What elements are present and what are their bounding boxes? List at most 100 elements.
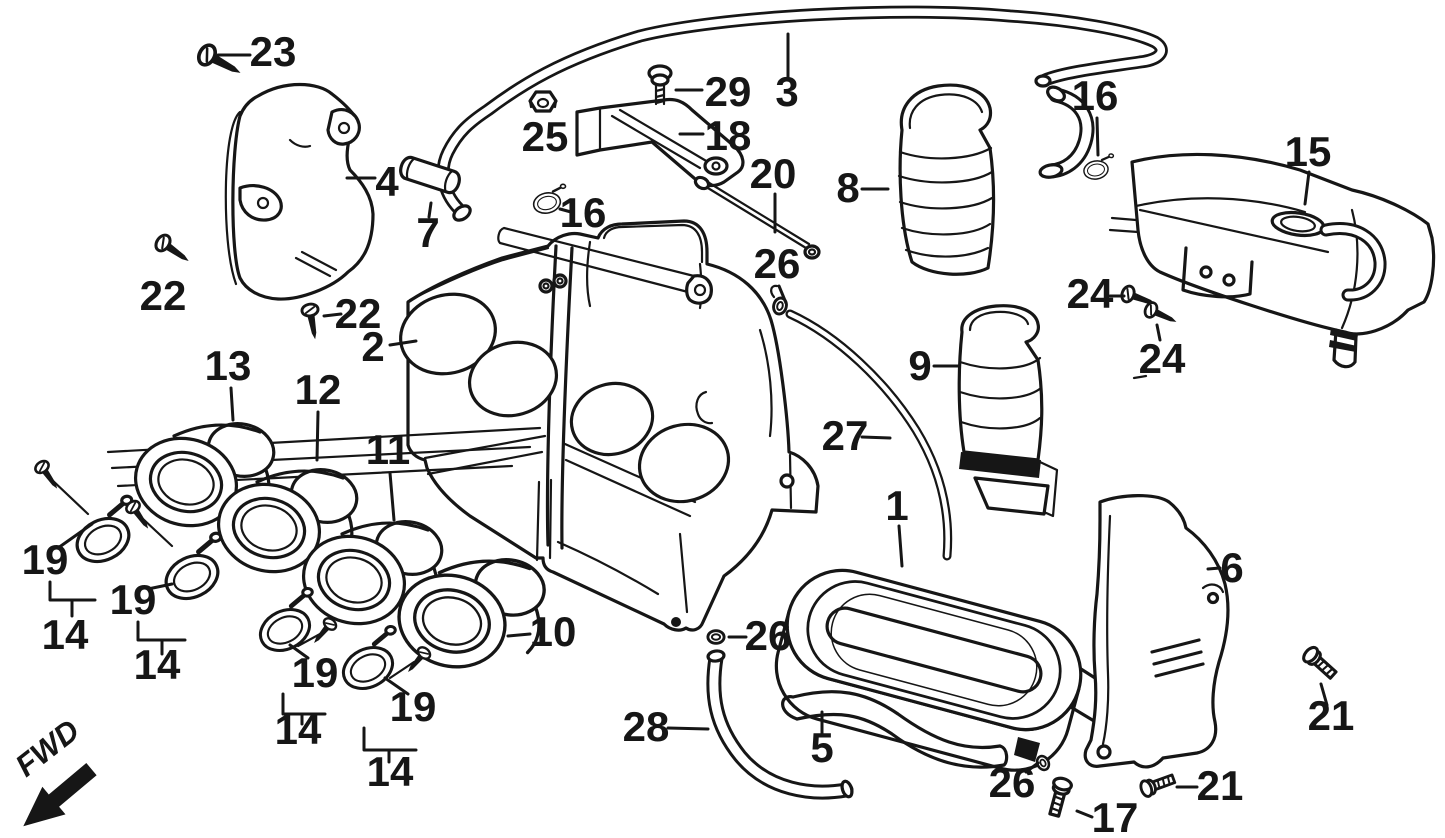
callout-28-34: 28: [623, 703, 670, 750]
callout-leader-16-0: [558, 207, 573, 214]
callout-23-0: 23: [250, 28, 297, 75]
callout-24-29: 24: [1139, 335, 1186, 382]
callout-5-35: 5: [810, 724, 833, 771]
callout-10-9: 10: [530, 608, 577, 655]
callout-22-2: 22: [140, 272, 187, 319]
callout-16-26: 16: [1072, 72, 1119, 119]
callout-16-22: 16: [560, 189, 607, 236]
filter-tab: [1014, 737, 1040, 762]
callout-leader-2-0: [388, 339, 418, 347]
callout-leader-19-1: [281, 692, 327, 716]
callout-4-1: 4: [375, 158, 399, 205]
bolt-21-icon: [1137, 769, 1178, 800]
clamp-screw-links: [48, 476, 416, 680]
connecting-rod-20: [693, 175, 821, 260]
callout-leader-1-0: [897, 524, 904, 568]
callout-19-14: 19: [292, 649, 339, 696]
callout-18-21: 18: [705, 112, 752, 159]
callout-leader-26-0: [1024, 761, 1040, 774]
callout-11-8: 11: [366, 426, 410, 473]
chamber-spout: [1332, 328, 1358, 369]
callout-leader-10-0: [506, 632, 532, 638]
side-cover-4: [224, 82, 375, 301]
callout-27-31: 27: [822, 412, 869, 459]
callout-leader-19-0: [383, 676, 410, 696]
callout-26-38: 26: [989, 759, 1036, 806]
screw-22-icon: [151, 230, 196, 270]
callout-13-6: 13: [205, 342, 252, 389]
clamp-screw-icon: [307, 614, 340, 649]
bolt-29-icon: [647, 64, 673, 106]
screw-23-icon: [193, 40, 248, 84]
carb-port: [467, 340, 559, 418]
callout-leader-19-1: [48, 580, 97, 602]
drain-hose-28: [706, 649, 854, 800]
callout-14-15: 14: [275, 706, 322, 753]
callout-17-40: 17: [1092, 794, 1139, 838]
nut-25-icon: [528, 90, 558, 113]
bolt-17-icon: [1043, 774, 1075, 819]
callout-21-39: 21: [1197, 762, 1244, 809]
tick-mark: [1132, 374, 1148, 380]
clamp-screw-icon: [31, 457, 65, 495]
callout-22-3: 22: [335, 290, 382, 337]
intake-duct-8: [897, 83, 996, 276]
tube-end-ring: [1034, 74, 1052, 88]
clip-tail: [770, 284, 779, 299]
callout-1-32: 1: [885, 482, 908, 529]
callout-leader-19-1: [362, 726, 418, 752]
callout-26-33: 26: [745, 612, 792, 659]
callout-9-30: 9: [908, 342, 931, 389]
callout-14-11: 14: [42, 611, 89, 658]
vent-tube-3: [436, 5, 1168, 222]
callout-14-13: 14: [134, 641, 181, 688]
callout-leader-22-0: [322, 312, 343, 318]
callout-15-27: 15: [1285, 128, 1332, 175]
callout-7-5: 7: [416, 209, 439, 256]
callout-leader-12-0: [315, 410, 320, 462]
callout-19-10: 19: [22, 536, 69, 583]
callout-21-37: 21: [1308, 692, 1355, 739]
callout-leader-26-0: [777, 284, 788, 305]
callout-12-7: 12: [295, 366, 342, 413]
callout-leader-19-0: [56, 522, 94, 550]
breather-hose-27: [785, 309, 953, 561]
screw-24-icon: [1141, 299, 1182, 331]
callout-29-19: 29: [705, 68, 752, 115]
callout-leader-28-0: [666, 726, 710, 731]
elbow-duct: [1038, 85, 1095, 179]
callout-leader-17-0: [1075, 809, 1094, 819]
grommet-26-icon: [706, 629, 726, 645]
joint-tube-7: [399, 155, 461, 195]
callout-24-28: 24: [1067, 270, 1114, 317]
callout-25-18: 25: [522, 113, 569, 160]
stay-bracket-18: [575, 97, 745, 188]
callout-2-4: 2: [361, 323, 384, 370]
setting-band-5: [781, 690, 1009, 769]
callout-20-23: 20: [750, 150, 797, 197]
callout-leader-19-0: [288, 643, 310, 660]
callout-14-17: 14: [367, 748, 414, 795]
screw-22-icon: [299, 301, 325, 343]
resonator-chamber-15: [1108, 152, 1436, 369]
element-cover-6: [1083, 494, 1230, 769]
band-clamp-19-icon: [155, 533, 230, 609]
callout-leader-16-0: [1095, 116, 1100, 157]
callout-leader-24-0: [1155, 323, 1162, 342]
callout-6-36: 6: [1220, 544, 1243, 591]
fwd-label: FWD: [9, 712, 86, 783]
air-filter-element-1: [774, 568, 1121, 772]
callout-3-20: 3: [775, 68, 798, 115]
carb-port: [637, 422, 731, 504]
arrow-icon: [23, 762, 97, 827]
chamber-bracket: [1181, 246, 1254, 299]
callout-19-16: 19: [390, 683, 437, 730]
air-cleaner-case-2: [399, 219, 820, 632]
intake-duct-9: [957, 304, 1059, 518]
callout-leader-21-0: [1319, 682, 1329, 707]
callout-8-25: 8: [836, 164, 859, 211]
callout-leader-15-0: [1303, 170, 1311, 206]
